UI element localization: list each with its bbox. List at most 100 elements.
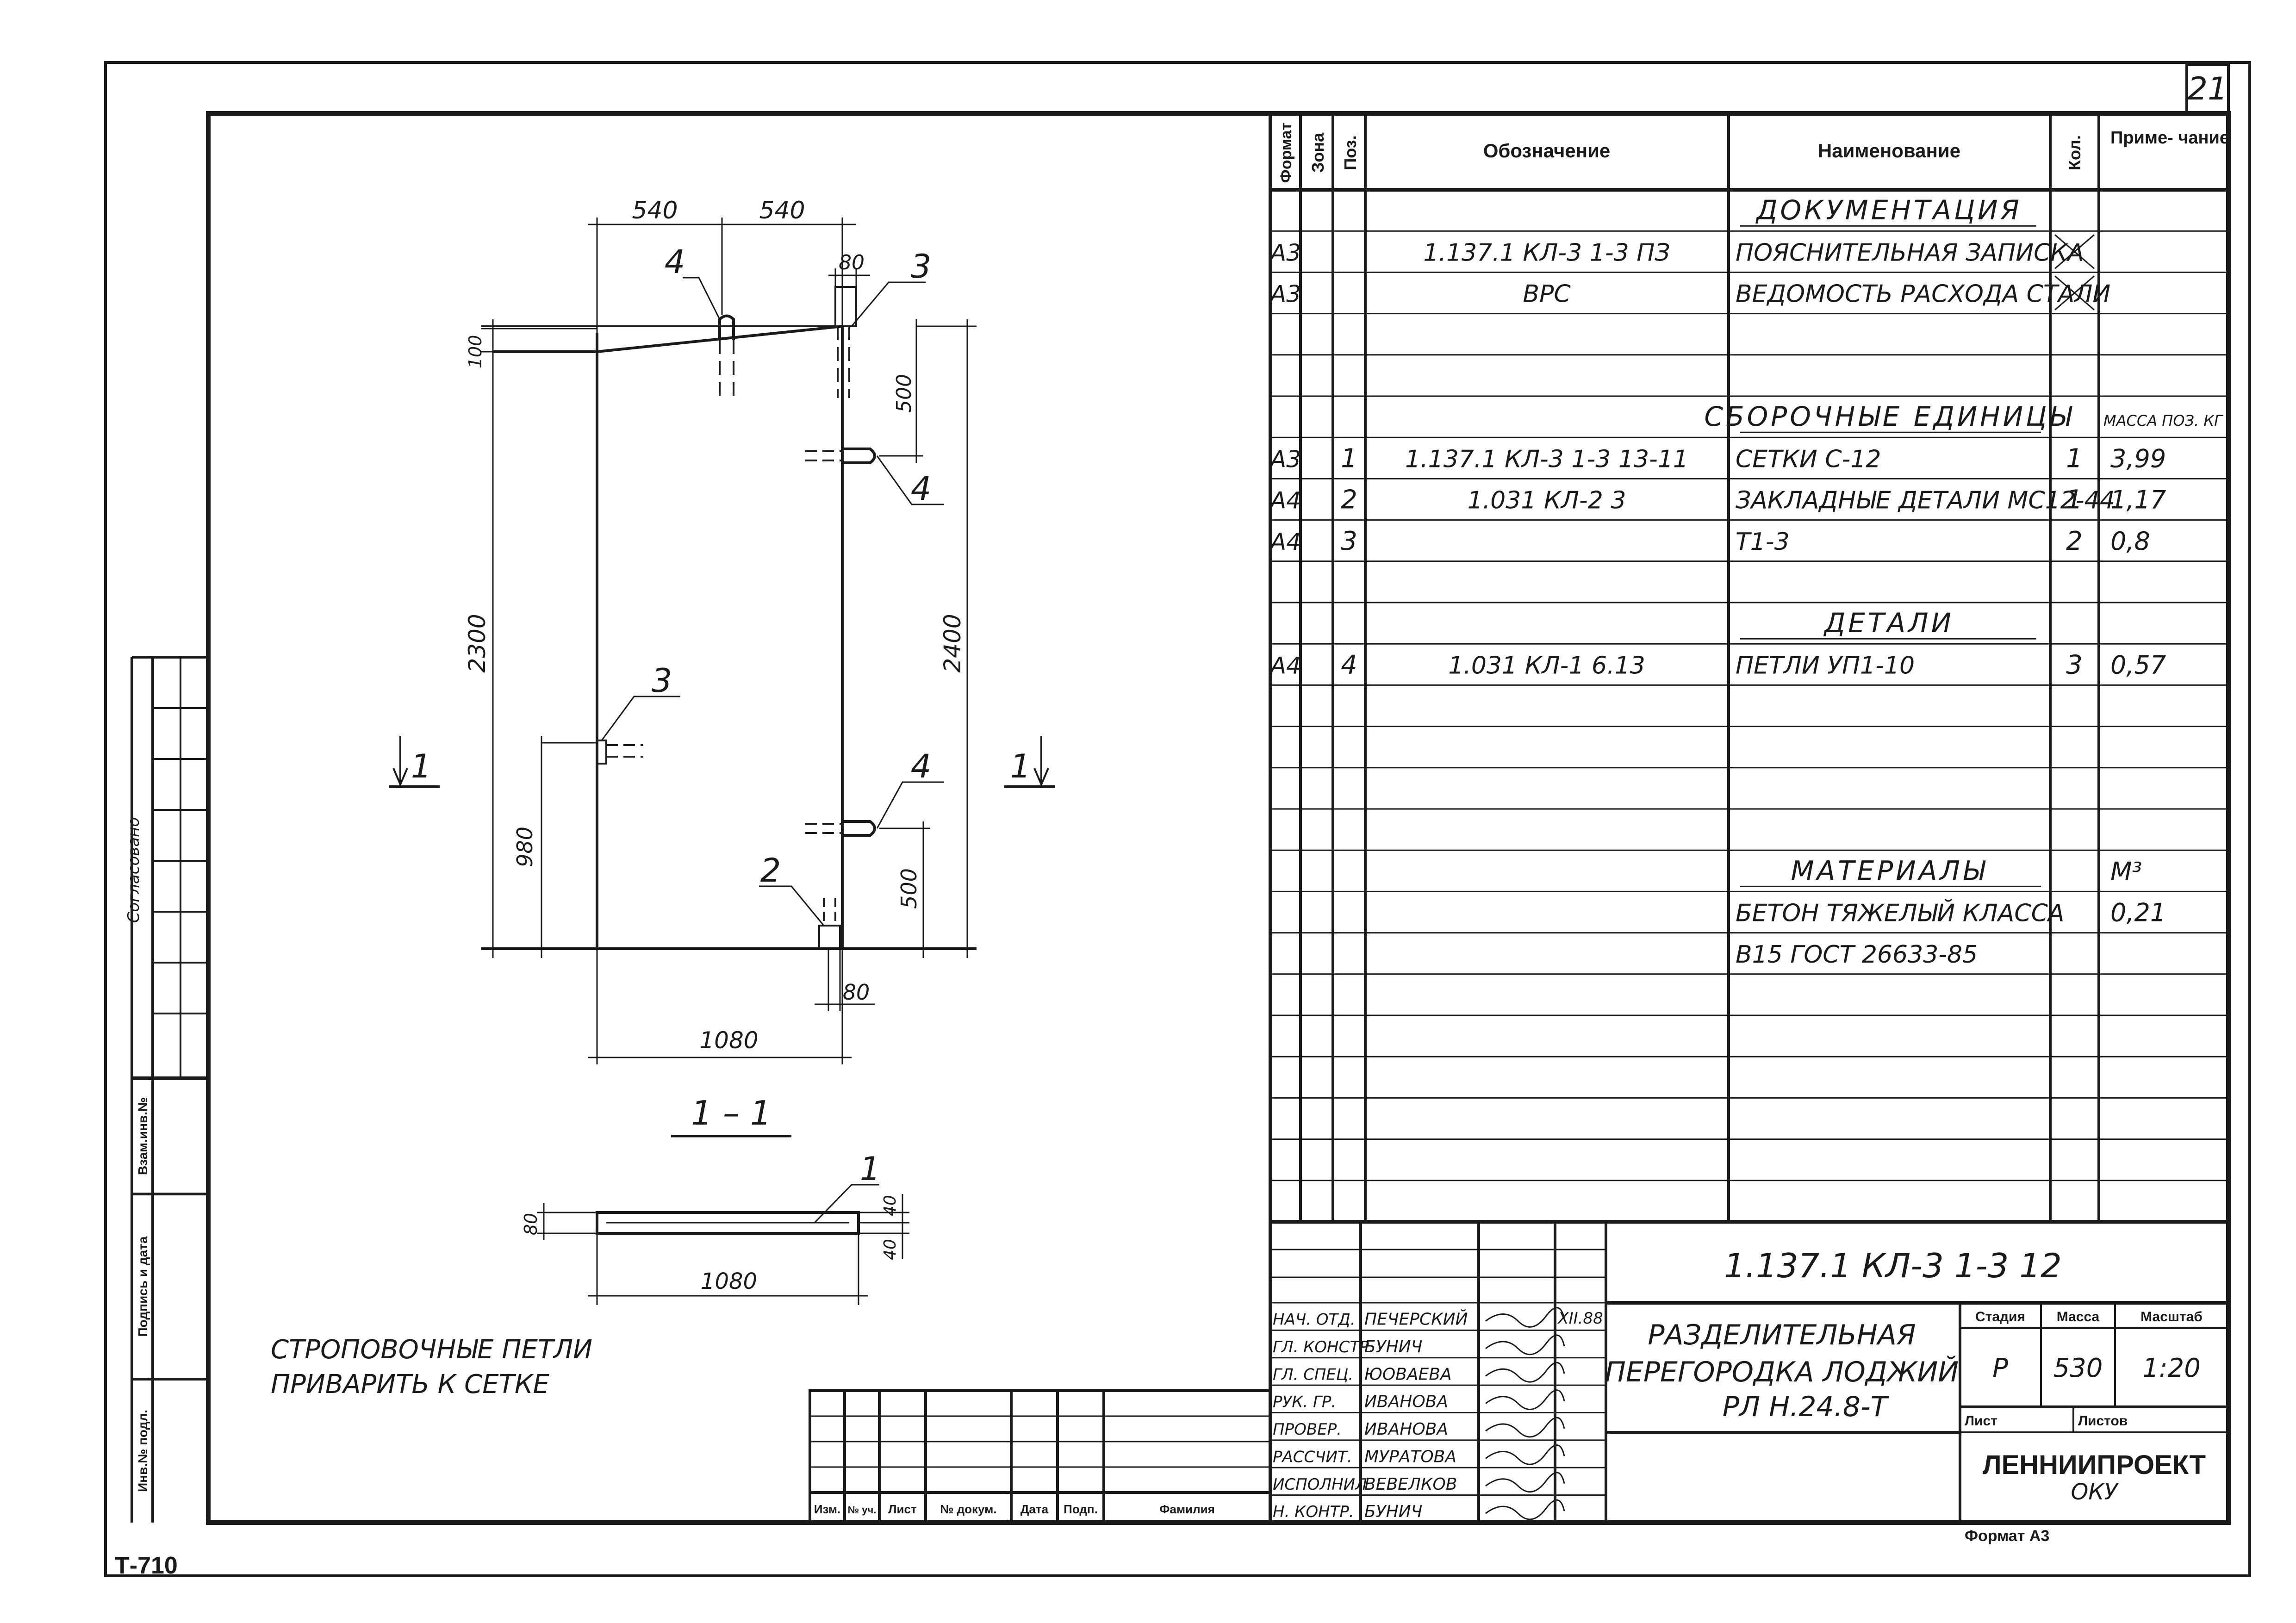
spec-header-note: Приме- чание xyxy=(2110,128,2229,148)
sheet-code: Т-710 xyxy=(115,1552,178,1579)
spec-cell-qty: 3 xyxy=(2066,650,2083,680)
handwritten-signature xyxy=(1485,1472,1565,1493)
spec-cell-note: МАССА ПОЗ. КГ xyxy=(2103,412,2223,429)
callout-loop-top: 4 xyxy=(665,243,685,281)
stage-label: Стадия xyxy=(1975,1309,2025,1325)
signature-role: ИСПОЛНИЛ xyxy=(1273,1475,1367,1494)
signature-name: МУРАТОВА xyxy=(1364,1447,1456,1466)
note-line-1: СТРОПОВОЧНЫЕ ПЕТЛИ xyxy=(271,1335,592,1365)
change-log-header: Изм. xyxy=(814,1502,840,1516)
spec-cell-qty: 2 xyxy=(2066,526,2083,556)
signature-role: РАССЧИТ. xyxy=(1273,1448,1352,1466)
inner-frame xyxy=(206,111,2231,1525)
spec-header-name: Наименование xyxy=(1818,140,1960,162)
title-line-2: ПЕРЕГОРОДКА ЛОДЖИЙ xyxy=(1605,1356,1959,1388)
dim-right-500-bottom: 500 xyxy=(896,868,921,909)
change-log-header: № уч. xyxy=(848,1504,877,1516)
handwritten-signature xyxy=(1485,1417,1565,1438)
doc-code: 1.137.1 КЛ-3 1-3 12 xyxy=(1724,1246,2062,1285)
dim-bottom-80: 80 xyxy=(843,980,870,1005)
sign-date-label: Подпись и дата xyxy=(136,1236,150,1337)
spec-cell-format: А3 xyxy=(1269,239,1301,266)
spec-cell-name: ВЕДОМОСТЬ РАСХОДА СТАЛИ xyxy=(1736,280,2110,308)
spec-cell-pos: 3 xyxy=(1341,526,1357,556)
inv-orig-label: Инв.№ подл. xyxy=(136,1410,150,1492)
spec-header-qty: Кол. xyxy=(2065,135,2084,170)
spec-header-zone: Зона xyxy=(1308,132,1327,173)
change-log-header: Подп. xyxy=(1064,1502,1098,1516)
spec-cell-note: 1,17 xyxy=(2110,485,2166,515)
section-1-1: 1 – 1 1 80 40 40 1080 xyxy=(521,1094,909,1305)
spec-cell-designation: 1.137.1 КЛ-3 1-3 13-11 xyxy=(1405,445,1688,473)
dim-left-980: 980 xyxy=(512,827,537,867)
spec-cell-pos: 2 xyxy=(1341,485,1357,515)
callout-embed-top: 3 xyxy=(911,248,932,286)
spec-cell-note: 0,8 xyxy=(2110,527,2150,556)
spec-cell-format: А4 xyxy=(1269,487,1301,514)
plan-view: 540 540 80 100 500 2300 2400 980 500 80 … xyxy=(389,197,1055,1064)
section-dim-40-top: 40 xyxy=(881,1195,900,1216)
handwritten-signature xyxy=(1485,1307,1565,1328)
signature-name: БУНИЧ xyxy=(1364,1502,1422,1521)
dim-top-left: 540 xyxy=(632,197,678,224)
spec-cell-name: СБОРОЧНЫЕ ЕДИНИЦЫ xyxy=(1704,401,2074,432)
spec-cell-name: В15 ГОСТ 26633-85 xyxy=(1736,941,1978,969)
stage-value: Р xyxy=(1992,1353,2008,1383)
spec-cell-designation: 1.031 КЛ-2 3 xyxy=(1468,487,1626,515)
section-dim-width: 1080 xyxy=(701,1269,757,1294)
handwritten-signature xyxy=(1485,1499,1565,1520)
section-callout: 1 xyxy=(860,1150,881,1188)
dim-top-right: 540 xyxy=(759,197,805,224)
spec-cell-note: М³ xyxy=(2110,857,2142,886)
spec-cell-note: 0,21 xyxy=(2110,898,2166,927)
cross-mark xyxy=(2054,234,2095,269)
scale-label: Масштаб xyxy=(2140,1309,2203,1325)
spec-cell-name: ДЕТАЛИ xyxy=(1823,607,1954,639)
callout-loop-right-top: 4 xyxy=(911,470,932,508)
callout-loop-right-bottom: 4 xyxy=(911,747,932,785)
scale-value: 1:20 xyxy=(2142,1353,2201,1383)
cross-mark xyxy=(2054,275,2095,311)
signature-name: ИВАНОВА xyxy=(1364,1420,1448,1439)
sheets-label: Листов xyxy=(2078,1413,2128,1429)
mass-value: 530 xyxy=(2053,1353,2103,1383)
dim-width-1080: 1080 xyxy=(699,1027,758,1054)
dim-right-500-top: 500 xyxy=(892,374,916,413)
signature-role: ГЛ. СПЕЦ. xyxy=(1273,1365,1353,1384)
cut-mark-right: 1 xyxy=(1010,747,1031,785)
change-log-header: Лист xyxy=(888,1502,917,1516)
note-line-2: ПРИВАРИТЬ К СЕТКЕ xyxy=(271,1369,550,1399)
spec-cell-name: ЗАКЛАДНЫЕ ДЕТАЛИ МС12-44 xyxy=(1736,487,2115,515)
spec-header-designation: Обозначение xyxy=(1483,140,1611,162)
organization: ЛЕННИИПРОЕКТ xyxy=(1983,1450,2206,1480)
spec-cell-format: А3 xyxy=(1269,281,1301,308)
sheet-label: Лист xyxy=(1965,1413,1997,1429)
spec-cell-pos: 4 xyxy=(1341,650,1357,680)
spec-cell-name: БЕТОН ТЯЖЕЛЫЙ КЛАССА xyxy=(1736,899,2064,927)
handwritten-signature xyxy=(1485,1334,1565,1356)
specification-table: Формат Зона Поз. Обозначение Наименовани… xyxy=(1269,112,2230,1224)
change-log-header: № докум. xyxy=(940,1502,996,1516)
spec-cell-qty: 1 xyxy=(2066,485,2083,515)
spec-cell-designation: 1.031 КЛ-1 6.13 xyxy=(1448,652,1645,679)
inv-repl-label: Взам.инв.№ xyxy=(136,1097,150,1175)
sheet-format: Формат А3 xyxy=(1965,1527,2049,1545)
signature-role: ПРОВЕР. xyxy=(1273,1420,1342,1439)
spec-header-format: Формат xyxy=(1277,123,1295,183)
dim-right-2400: 2400 xyxy=(939,614,966,672)
title-line-1: РАЗДЕЛИТЕЛЬНАЯ xyxy=(1648,1319,1916,1351)
sheet-number: 21 xyxy=(2188,71,2228,107)
spec-cell-format: А4 xyxy=(1269,652,1301,679)
signature-role: ГЛ. КОНСТР. xyxy=(1273,1338,1374,1356)
title-block: 1.137.1 КЛ-3 1-3 12 РАЗДЕЛИТЕЛЬНАЯ ПЕРЕГ… xyxy=(809,1220,2230,1545)
handwritten-signature xyxy=(1485,1362,1565,1383)
signature-role: НАЧ. ОТД. xyxy=(1273,1311,1356,1329)
mass-label: Масса xyxy=(2057,1309,2100,1325)
organization-sub: ОКУ xyxy=(2071,1479,2119,1505)
spec-cell-name: СЕТКИ С-12 xyxy=(1736,445,1881,473)
spec-cell-designation: 1.137.1 КЛ-3 1-3 ПЗ xyxy=(1423,239,1670,267)
spec-cell-designation: ВРС xyxy=(1523,280,1571,308)
